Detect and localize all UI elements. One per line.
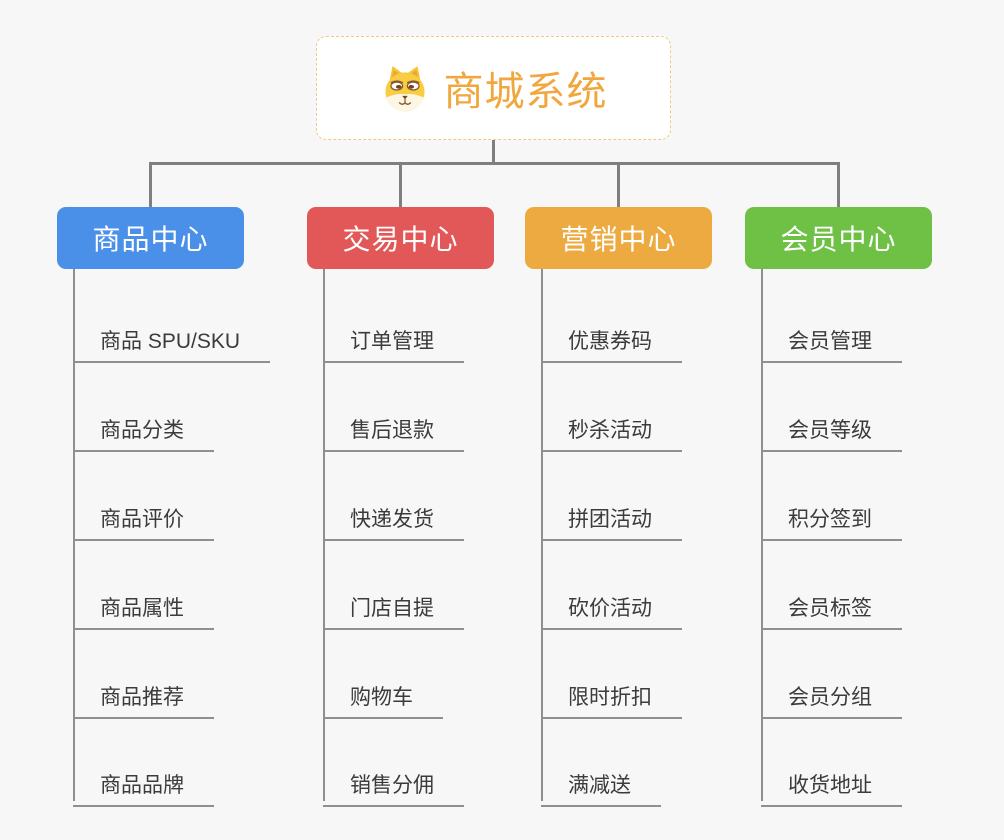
root-label: 商城系统 <box>443 70 608 114</box>
topic-item[interactable]: 拼团活动 <box>541 493 682 541</box>
branch-column-trade-center: 交易中心 订单管理 售后退款 快递发货 门店自提 购物车 销售分佣 <box>307 207 567 827</box>
connector-horizontal <box>149 162 840 165</box>
topic-item[interactable]: 商品推荐 <box>73 671 214 719</box>
topic-item[interactable]: 商品 SPU/SKU <box>73 315 271 363</box>
topic-item[interactable]: 商品评价 <box>73 493 214 541</box>
connector-branch-stem-product <box>149 162 152 207</box>
topic-item[interactable]: 会员等级 <box>761 404 902 452</box>
topic-item[interactable]: 会员分组 <box>761 671 902 719</box>
branch-node-marketing-center[interactable]: 营销中心 <box>525 207 712 269</box>
topic-item[interactable]: 秒杀活动 <box>541 404 682 452</box>
topic-item[interactable]: 商品属性 <box>73 582 214 630</box>
topic-item[interactable]: 购物车 <box>323 671 443 719</box>
branch-node-product-center[interactable]: 商品中心 <box>57 207 244 269</box>
topic-item[interactable]: 满减送 <box>541 759 661 807</box>
topic-item[interactable]: 售后退款 <box>323 404 464 452</box>
branch-spine <box>323 269 325 801</box>
topic-item[interactable]: 优惠券码 <box>541 315 682 363</box>
topic-item[interactable]: 会员标签 <box>761 582 902 630</box>
topic-item[interactable]: 限时折扣 <box>541 671 682 719</box>
branch-node-member-center[interactable]: 会员中心 <box>745 207 932 269</box>
topic-item[interactable]: 积分签到 <box>761 493 902 541</box>
branch-spine <box>73 269 75 801</box>
branch-spine <box>541 269 543 801</box>
connector-root-stem <box>492 139 495 163</box>
branch-column-marketing-center: 营销中心 优惠券码 秒杀活动 拼团活动 砍价活动 限时折扣 满减送 <box>525 207 785 827</box>
topic-item[interactable]: 商品分类 <box>73 404 214 452</box>
topic-item[interactable]: 快递发货 <box>323 493 464 541</box>
dog-face-icon <box>384 66 425 112</box>
topic-item[interactable]: 砍价活动 <box>541 582 682 630</box>
root-node[interactable]: 商城系统 <box>316 36 671 140</box>
topic-item[interactable]: 门店自提 <box>323 582 464 630</box>
topic-item[interactable]: 商品品牌 <box>73 759 214 807</box>
connector-branch-stem-trade <box>399 162 402 207</box>
topic-item[interactable]: 会员管理 <box>761 315 902 363</box>
branch-column-product-center: 商品中心 商品 SPU/SKU 商品分类 商品评价 商品属性 商品推荐 商品品牌 <box>57 207 317 827</box>
connector-branch-stem-marketing <box>617 162 620 207</box>
branch-spine <box>761 269 763 801</box>
topic-item[interactable]: 收货地址 <box>761 759 902 807</box>
connector-branch-stem-member <box>837 162 840 207</box>
branch-column-member-center: 会员中心 会员管理 会员等级 积分签到 会员标签 会员分组 收货地址 <box>745 207 1004 827</box>
branch-node-trade-center[interactable]: 交易中心 <box>307 207 494 269</box>
topic-item[interactable]: 销售分佣 <box>323 759 464 807</box>
topic-item[interactable]: 订单管理 <box>323 315 464 363</box>
